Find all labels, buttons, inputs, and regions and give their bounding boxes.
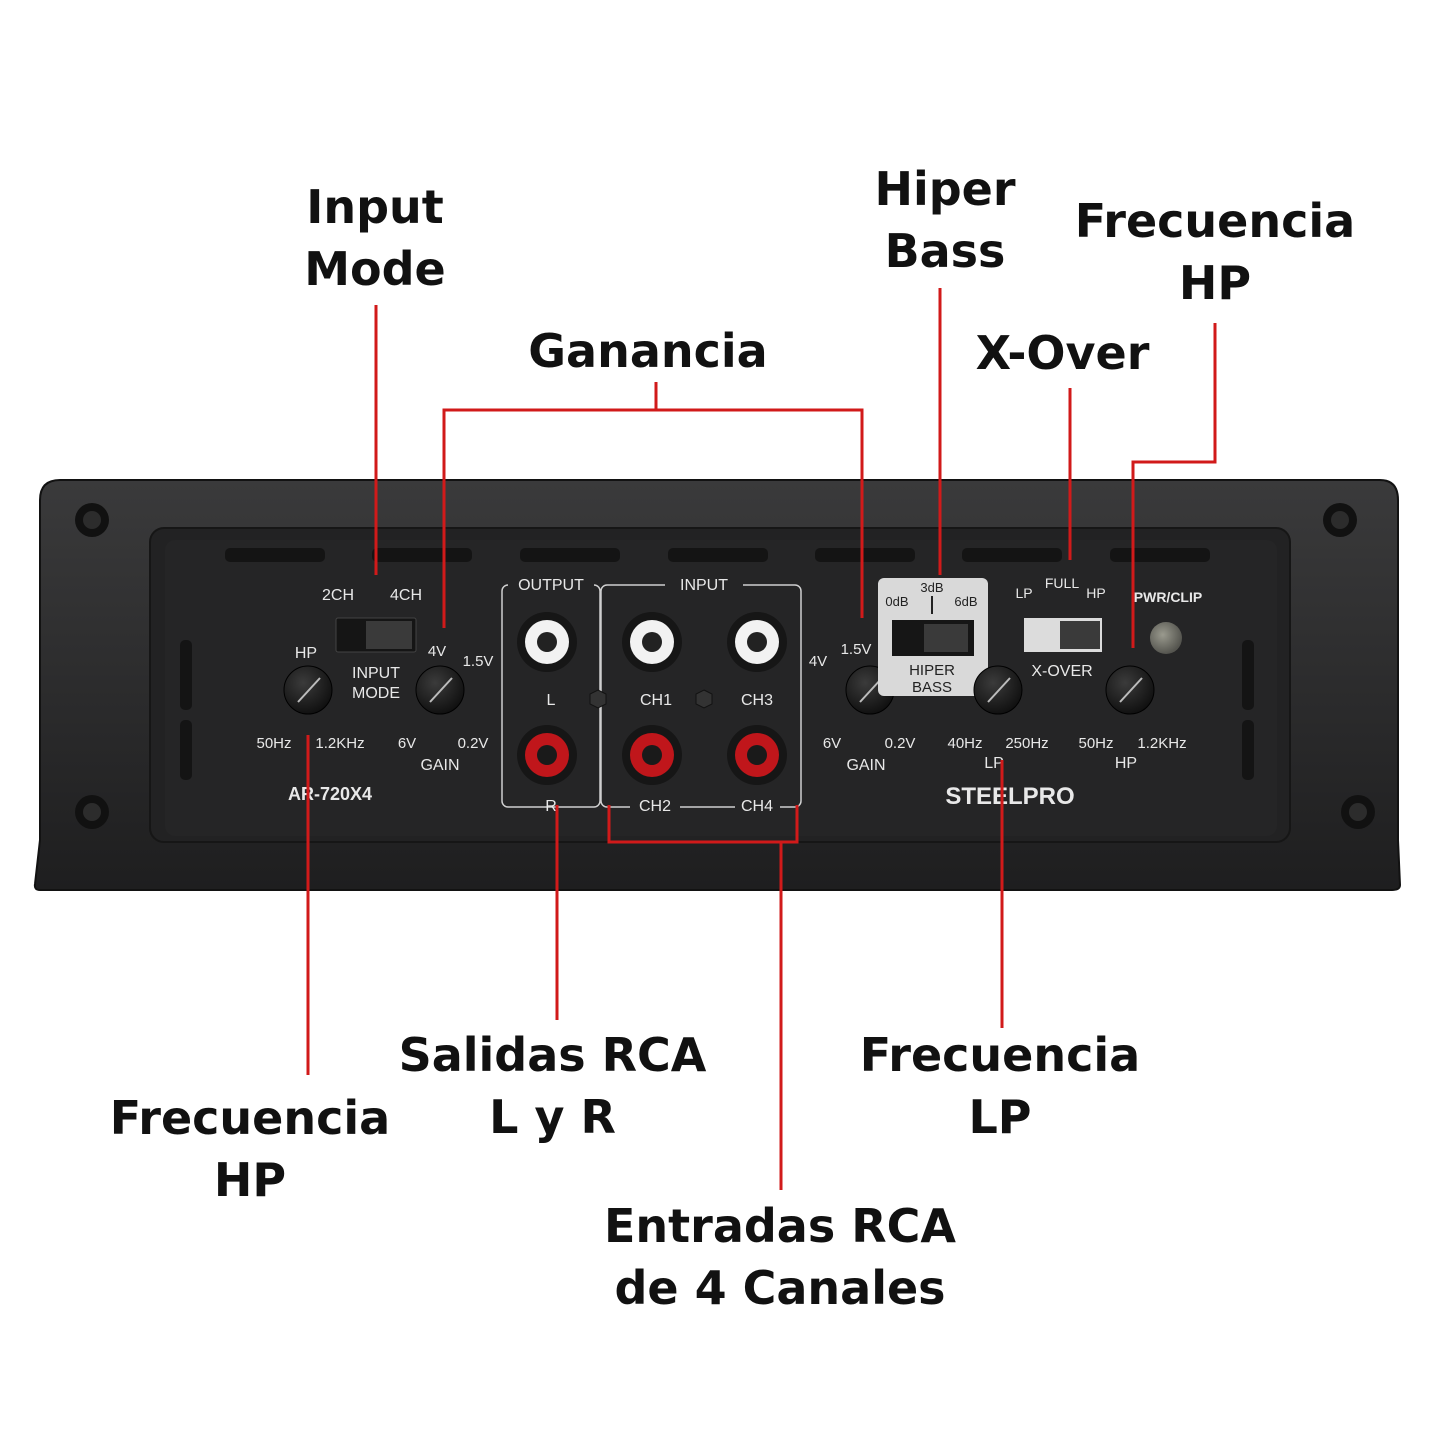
gain-knob-right[interactable]: 4V 1.5V 6V 0.2V GAIN bbox=[809, 641, 916, 774]
gain-right-high: 0.2V bbox=[885, 735, 916, 752]
rca-output-r[interactable] bbox=[517, 725, 577, 785]
input-mode-label-1: INPUT bbox=[352, 665, 400, 682]
callout-entradas-rca-line2: de 4 Canales bbox=[614, 1261, 946, 1315]
gain-left-max: 4V bbox=[428, 643, 446, 660]
bass-6db-label: 6dB bbox=[954, 594, 977, 609]
switch-4ch-label: 4CH bbox=[390, 587, 422, 604]
xover-hp-label: HP bbox=[1086, 585, 1105, 601]
rca-input-ch2[interactable] bbox=[622, 725, 682, 785]
xover-lp-label: LP bbox=[1015, 585, 1032, 601]
amplifier-chassis bbox=[33, 479, 1402, 891]
callout-freq-hp-top-line1: Frecuencia bbox=[1074, 194, 1356, 248]
switch-2ch-label: 2CH bbox=[322, 587, 354, 604]
callout-freq-lp: Frecuencia LP bbox=[855, 1024, 1145, 1148]
vent-slots bbox=[180, 548, 1254, 780]
output-r-label: R bbox=[545, 798, 557, 815]
xover-full-label: FULL bbox=[1045, 575, 1079, 591]
pwr-clip-led-icon bbox=[1150, 622, 1182, 654]
ch1-label: CH1 bbox=[640, 692, 672, 709]
ch4-label: CH4 bbox=[741, 798, 773, 815]
hp-left-label: HP bbox=[295, 645, 317, 662]
gain-right-top: 1.5V bbox=[841, 641, 872, 658]
callout-freq-hp-top: Frecuencia HP bbox=[1070, 190, 1360, 314]
callout-ganancia-line1: Ganancia bbox=[528, 324, 768, 378]
ch2-label: CH2 bbox=[639, 798, 671, 815]
lp-knob[interactable]: 40Hz 250Hz LP bbox=[947, 665, 1049, 772]
output-label: OUTPUT bbox=[518, 577, 584, 594]
rca-output-l[interactable] bbox=[517, 612, 577, 672]
callout-freq-hp-bottom-line2: HP bbox=[213, 1153, 287, 1207]
callout-salidas-rca-line1: Salidas RCA bbox=[398, 1028, 707, 1082]
gain-left-low: 6V bbox=[398, 735, 416, 752]
bass-3db-label: 3dB bbox=[920, 580, 943, 595]
gain-right-low: 6V bbox=[823, 735, 841, 752]
callout-xover: X-Over bbox=[955, 322, 1170, 384]
pwr-clip-label: PWR/CLIP bbox=[1134, 589, 1202, 605]
callout-freq-hp-bottom: Frecuencia HP bbox=[105, 1087, 395, 1211]
hiper-bass-switch[interactable]: 3dB 0dB 6dB HIPER BASS bbox=[878, 578, 988, 696]
hp-left-max: 1.2KHz bbox=[315, 735, 364, 752]
output-l-label: L bbox=[547, 692, 556, 709]
callout-hiper-bass-line2: Bass bbox=[884, 224, 1006, 278]
hp-knob-right[interactable]: 50Hz 1.2KHz HP bbox=[1078, 665, 1187, 772]
callout-ganancia: Ganancia bbox=[498, 320, 798, 382]
input-label: INPUT bbox=[680, 577, 728, 594]
xover-switch[interactable]: LP FULL HP X-OVER bbox=[1015, 575, 1105, 680]
callout-xover-line1: X-Over bbox=[975, 326, 1150, 380]
gain-left-high: 0.2V bbox=[458, 735, 489, 752]
xover-panel-label: X-OVER bbox=[1031, 663, 1092, 680]
hex-screw-icon bbox=[589, 689, 713, 709]
rca-input-ch4[interactable] bbox=[727, 725, 787, 785]
lp-low: 40Hz bbox=[947, 735, 982, 752]
gain-knob-left[interactable]: 4V 1.5V 6V 0.2V GAIN bbox=[398, 643, 494, 774]
gain-right-max: 4V bbox=[809, 653, 827, 670]
callout-hiper-bass: Hiper Bass bbox=[855, 158, 1035, 282]
bass-0db-label: 0dB bbox=[885, 594, 908, 609]
callout-freq-lp-line1: Frecuencia bbox=[859, 1028, 1141, 1082]
rca-block: OUTPUT INPUT L R CH1 CH3 CH2 CH4 bbox=[501, 575, 802, 815]
callout-freq-hp-bottom-line1: Frecuencia bbox=[109, 1091, 391, 1145]
bass-label: BASS bbox=[912, 679, 952, 696]
lp-label: LP bbox=[984, 755, 1004, 772]
ch3-label: CH3 bbox=[741, 692, 773, 709]
callout-freq-lp-line2: LP bbox=[968, 1090, 1032, 1144]
hp-right-min: 50Hz bbox=[1078, 735, 1113, 752]
hp-right-max: 1.2KHz bbox=[1137, 735, 1186, 752]
gain-left-label: GAIN bbox=[420, 757, 459, 774]
callout-entradas-rca: Entradas RCA de 4 Canales bbox=[600, 1195, 960, 1319]
rca-input-ch3[interactable] bbox=[727, 612, 787, 672]
gain-right-label: GAIN bbox=[846, 757, 885, 774]
gain-left-top: 1.5V bbox=[463, 653, 494, 670]
hp-right-label: HP bbox=[1115, 755, 1137, 772]
callout-salidas-rca-line2: L y R bbox=[489, 1090, 616, 1144]
lp-high: 250Hz bbox=[1005, 735, 1048, 752]
callout-lines bbox=[306, 288, 1217, 1190]
hiper-label: HIPER bbox=[909, 662, 955, 679]
callout-salidas-rca: Salidas RCA L y R bbox=[395, 1024, 710, 1148]
brand-logo: STEELPRO bbox=[945, 783, 1074, 810]
callout-freq-hp-top-line2: HP bbox=[1178, 256, 1252, 310]
callout-entradas-rca-line1: Entradas RCA bbox=[603, 1199, 957, 1253]
screw-icons bbox=[75, 503, 1375, 829]
callout-input-mode-line2: Mode bbox=[304, 242, 446, 296]
input-mode-switch[interactable]: 2CH 4CH INPUT MODE bbox=[322, 587, 422, 702]
input-mode-label-2: MODE bbox=[352, 685, 400, 702]
rca-input-ch1[interactable] bbox=[622, 612, 682, 672]
callout-input-mode-line1: Input bbox=[306, 180, 444, 234]
callout-input-mode: Input Mode bbox=[275, 176, 475, 300]
model-number: AR-720X4 bbox=[288, 784, 372, 804]
hp-left-min: 50Hz bbox=[256, 735, 291, 752]
hp-knob-left[interactable]: HP 50Hz 1.2KHz bbox=[256, 645, 364, 752]
callout-hiper-bass-line1: Hiper bbox=[874, 162, 1016, 216]
